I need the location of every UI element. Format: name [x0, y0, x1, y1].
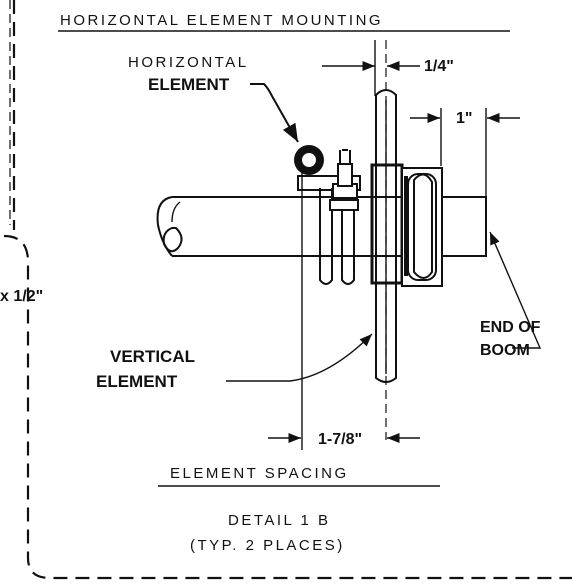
mounting-title: HORIZONTAL ELEMENT MOUNTING	[60, 12, 383, 29]
detail-caption-line2: (TYP. 2 PLACES)	[190, 537, 345, 554]
end-of-boom-leader	[489, 231, 542, 349]
sheet-border	[3, 0, 572, 580]
vertical-element-bracket	[370, 163, 443, 287]
quarter-dim-label: 1/4"	[424, 58, 454, 75]
horizontal-element-clamp	[294, 145, 361, 285]
detail-caption-line1: DETAIL 1 B	[228, 512, 331, 529]
horizontal-element-label-line2: ELEMENT	[148, 75, 230, 94]
horizontal-element-leader	[250, 83, 299, 143]
spacing-dim-label: 1-7/8"	[318, 431, 362, 448]
horizontal-element-label-line1: HORIZONTAL	[128, 54, 249, 71]
vertical-element-label-line1: VERTICAL	[110, 347, 195, 366]
end-of-boom-label-line1: END OF	[480, 319, 541, 336]
vertical-element-leader	[226, 333, 373, 382]
vertical-element-label-line2: ELEMENT	[96, 372, 178, 391]
edge-dimension-fragment: x 1/2"	[0, 288, 43, 305]
spacing-title: ELEMENT SPACING	[170, 465, 349, 482]
end-of-boom-label-line2: BOOM	[480, 342, 530, 359]
one-inch-label: 1"	[456, 110, 472, 127]
boom	[156, 196, 487, 257]
